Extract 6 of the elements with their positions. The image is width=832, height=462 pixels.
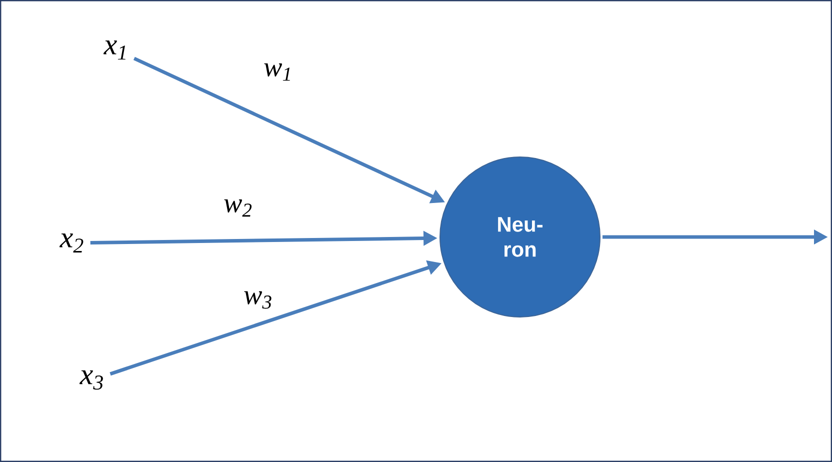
input-label: x$_{2}$ — [60, 233, 84, 253]
weight-label: w$_{2}$ — [224, 199, 252, 217]
input-label: x$_{1}$ — [104, 40, 126, 60]
input-label: x$_{3}$ — [80, 370, 103, 390]
weight-label: w$_{3}$ — [244, 291, 272, 309]
weight-label: w$_{1}$ — [264, 63, 290, 81]
